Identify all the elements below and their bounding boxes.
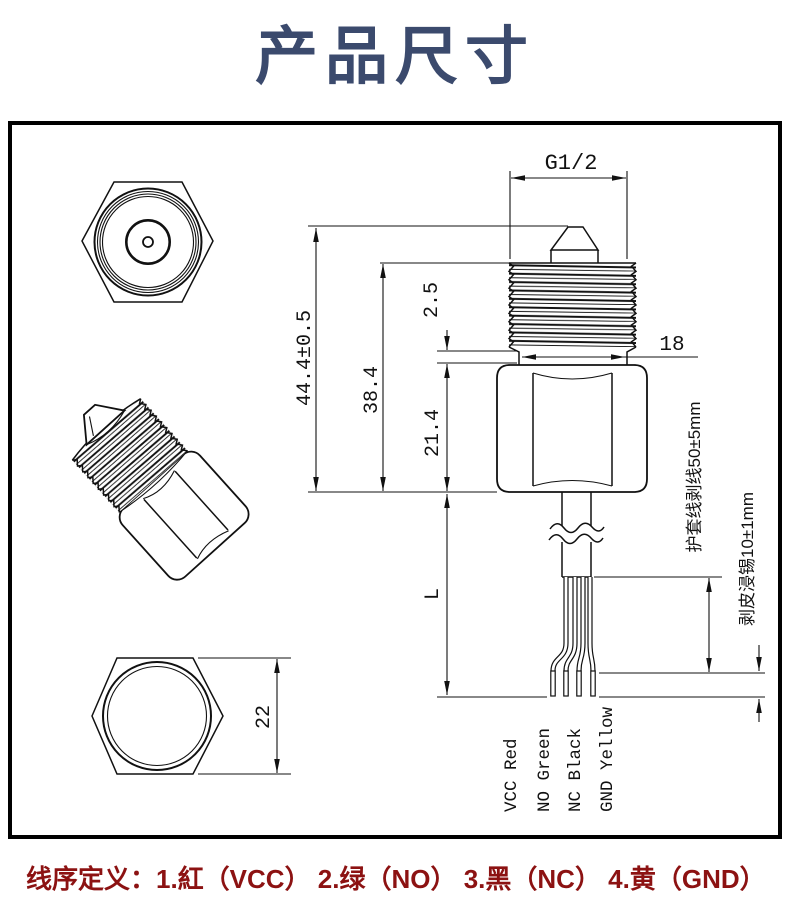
dim-cable-length-label: L — [422, 588, 445, 600]
wire-tip — [590, 670, 596, 697]
neck-right — [626, 346, 637, 365]
wire-tip — [550, 670, 556, 697]
isometric-view — [71, 398, 250, 581]
dim-hex-width-label: 22 — [253, 705, 276, 729]
dim-neck-width-label: 18 — [659, 334, 684, 357]
wire-label-vcc: VCC Red — [502, 738, 522, 812]
iso-thread — [72, 398, 188, 513]
break-line — [549, 522, 605, 534]
dim-overall-length-label: 44.4±0.5 — [294, 310, 317, 406]
thread-section — [509, 263, 636, 347]
wires — [550, 577, 596, 697]
dim-hex-height-label: 21.4 — [422, 409, 445, 457]
hex-body — [496, 364, 648, 493]
wire-label-gnd: GND Yellow — [598, 706, 618, 812]
axial-bore-circle — [125, 219, 172, 266]
wire-label-nc: NC Black — [566, 728, 586, 812]
page-title: 产品尺寸 — [255, 22, 535, 92]
dimensions: G1/2 44.4±0.5 38.4 2.5 21.4 18 L 护套线剥线50… — [294, 151, 765, 722]
axial-center-hole — [142, 236, 154, 248]
neck-left — [508, 346, 520, 365]
dim-thread-length-label: 38.4 — [361, 366, 384, 414]
dim-sheath-strip-label: 护套线剥线50±5mm — [685, 401, 704, 552]
axial-hex-outline — [81, 181, 214, 303]
wire-tip — [576, 670, 582, 697]
hex-view: 22 — [91, 657, 291, 775]
dim-neck-height-label: 2.5 — [421, 282, 444, 318]
wire-labels: VCC Red NO Green NC Black GND Yellow — [502, 706, 618, 812]
axial-view — [81, 181, 214, 303]
hex-outline — [91, 657, 224, 775]
break-line — [548, 533, 604, 545]
main-view — [496, 226, 648, 697]
wiring-legend: 线序定义：1.紅（VCC） 2.绿（NO） 3.黑（NC） 4.黄（GND） — [26, 864, 766, 894]
wire-label-no: NO Green — [535, 728, 555, 812]
wire-tip — [563, 670, 569, 697]
cable — [548, 492, 605, 578]
dim-tin-strip-label: 剥皮浸锡10±1mm — [738, 492, 757, 626]
dim-thread-spec-label: G1/2 — [545, 151, 598, 176]
